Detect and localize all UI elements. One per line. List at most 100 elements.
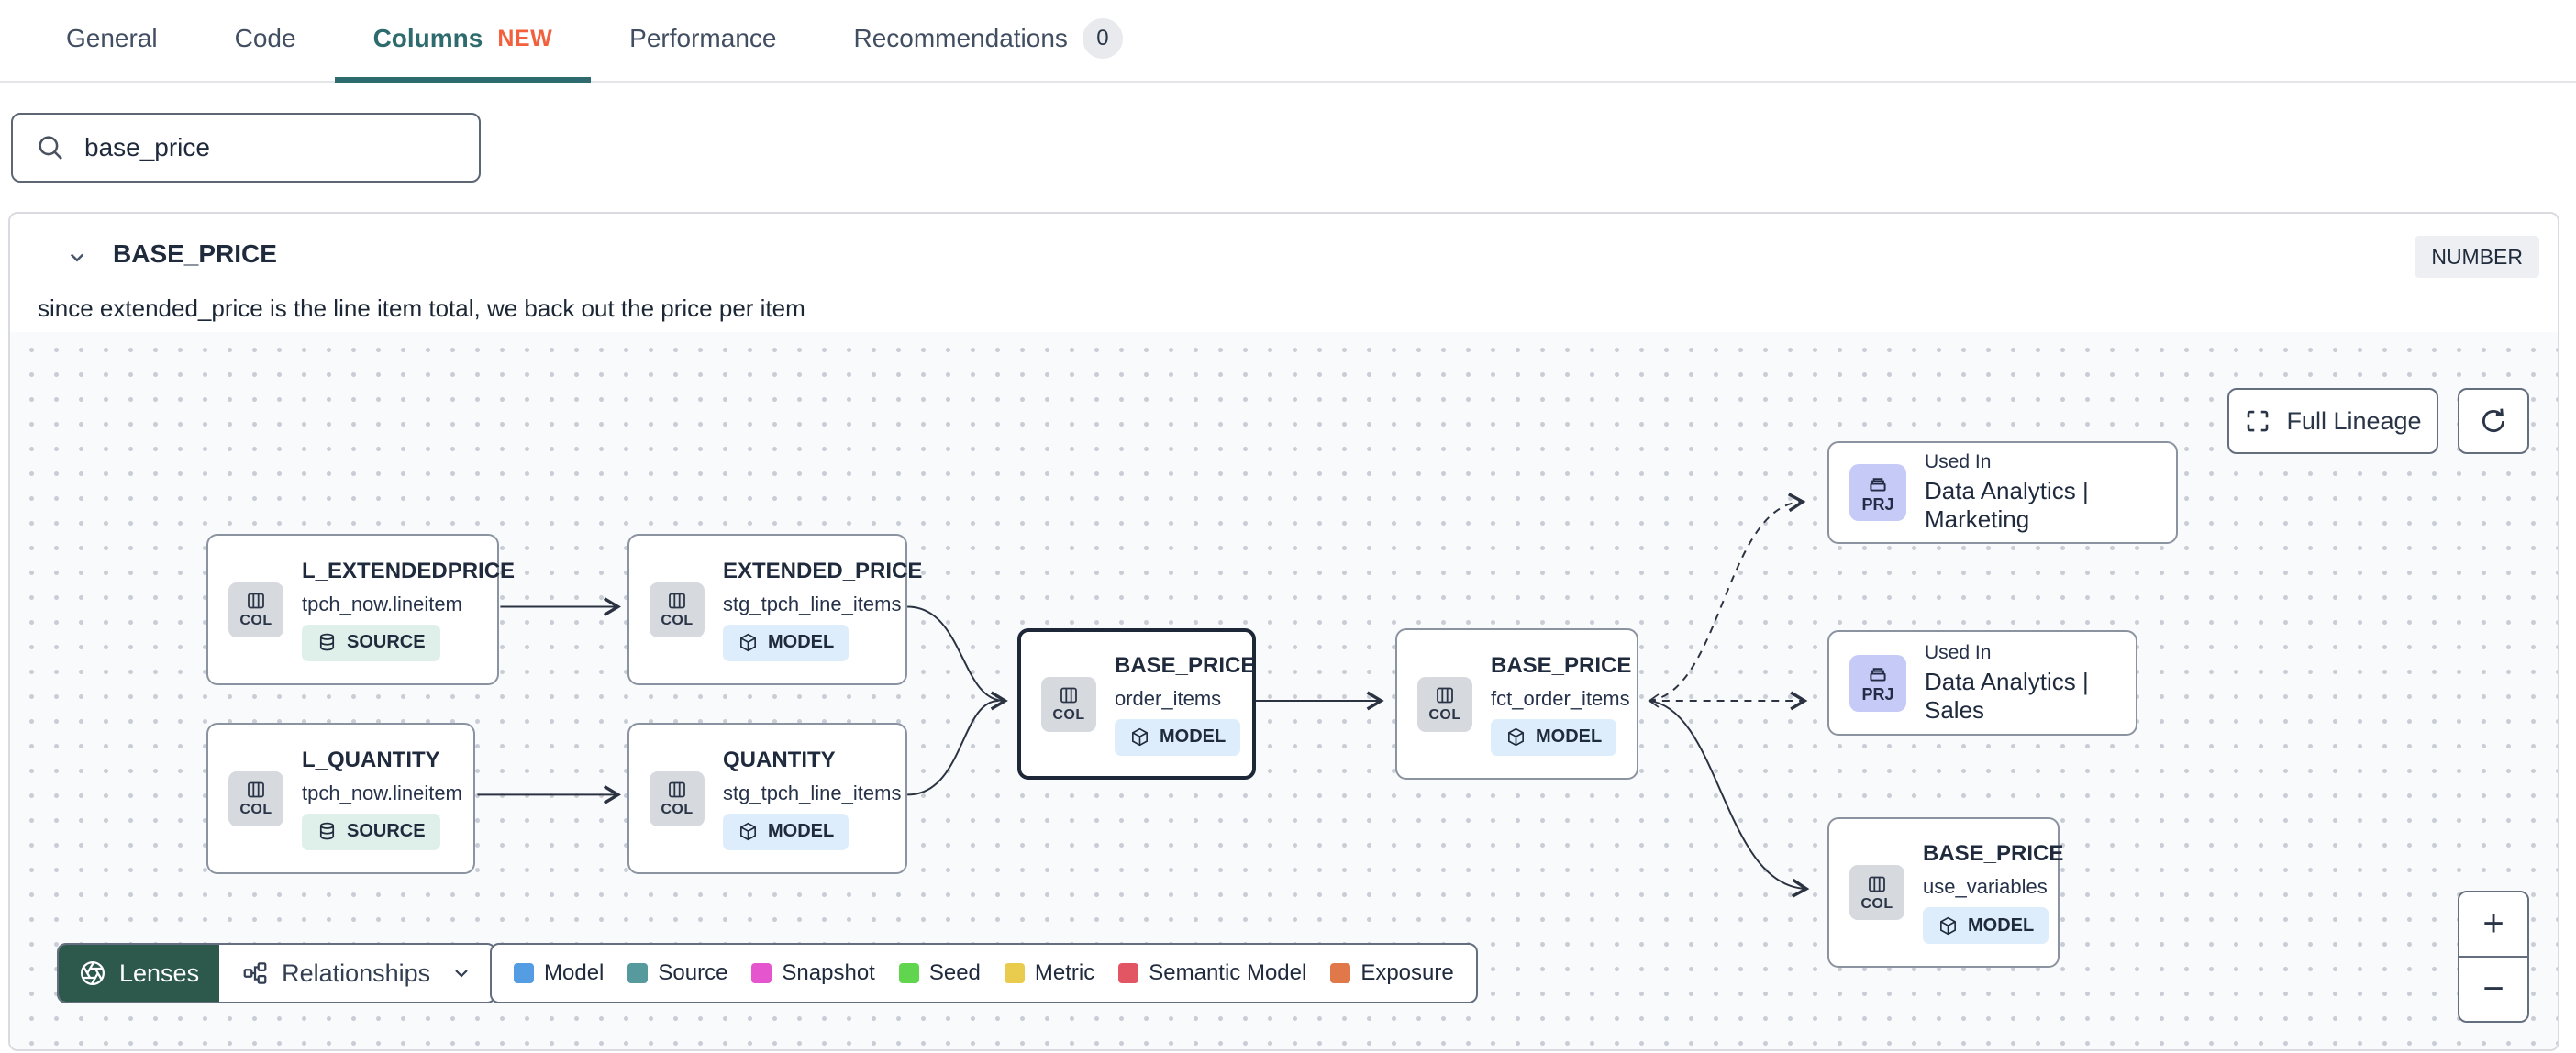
legend-swatch [627,963,649,983]
column-description: since extended_price is the line item to… [38,294,805,322]
project-badge: PRJ [1849,464,1906,521]
tab-label: General [66,24,158,52]
column-badge: COL [650,770,705,826]
node-title: BASE_PRICE [1115,652,1256,678]
node-subtitle: order_items [1115,686,1222,710]
node-subtitle: fct_order_items [1491,686,1630,710]
project-title: Data Analytics | Sales [1925,667,2089,724]
legend-item-seed: Seed [898,960,981,986]
refresh-button[interactable] [2458,388,2529,454]
column-badge: COL [228,770,283,826]
columns-icon [669,781,685,798]
recommendations-count-badge: 0 [1082,18,1123,59]
zoom-out-button[interactable]: − [2459,958,2527,1021]
tab-code[interactable]: Code [196,0,335,83]
columns-icon [248,593,264,609]
columns-icon [669,593,685,609]
stacked-layers-icon [1870,668,1886,682]
project-title: Data Analytics | Marketing [1925,477,2089,533]
tab-columns[interactable]: Columns NEW [334,0,592,83]
hierarchy-icon [243,962,267,984]
node-title: EXTENDED_PRICE [723,558,923,583]
column-badge: COL [228,582,283,637]
lineage-node-base-price-fct-order-items[interactable]: COL BASE_PRICE fct_order_items MODEL [1395,628,1638,780]
lineage-edges [477,493,1810,898]
lens-toolbar: Lenses Relationships [57,943,497,1003]
legend-swatch [1118,963,1139,983]
cube-icon [1940,916,1956,935]
aperture-icon [81,961,105,985]
tab-bar: General Code Columns NEW Performance Rec… [0,0,2576,83]
lineage-node-base-price-use-variables[interactable]: COL BASE_PRICE use_variables MODEL [1827,817,2064,968]
data-type-badge: NUMBER [2415,236,2539,278]
full-lineage-button[interactable]: Full Lineage [2227,388,2438,454]
legend-swatch [751,963,772,983]
tab-recommendations[interactable]: Recommendations 0 [815,0,1160,83]
database-icon [319,822,335,840]
column-name: BASE_PRICE [113,239,277,268]
zoom-in-button[interactable]: + [2459,892,2527,958]
expand-icon [2248,410,2269,432]
refresh-icon [2482,408,2505,433]
legend-swatch [1004,963,1025,983]
cube-icon [1508,727,1524,747]
search-input[interactable] [84,133,457,162]
column-badge: COL [1849,865,1904,920]
legend-item-snapshot: Snapshot [751,960,875,986]
cube-icon [1132,727,1148,747]
legend-swatch [514,963,534,983]
columns-icon [248,781,264,798]
legend-item-semantic-model: Semantic Model [1118,960,1306,986]
lineage-node-used-in-marketing[interactable]: PRJ Used In Data Analytics | Marketing [1827,441,2178,544]
legend-swatch [898,963,919,983]
model-pill: MODEL [723,624,849,661]
search-icon [39,136,62,160]
lineage-canvas[interactable]: COL L_EXTENDEDPRICE tpch_now.lineitem SO… [10,332,2558,1049]
stacked-layers-icon [1870,477,1886,492]
legend-item-metric: Metric [1004,960,1094,986]
project-badge: PRJ [1849,654,1906,712]
node-title: L_EXTENDEDPRICE [302,558,516,583]
lineage-node-base-price-order-items[interactable]: COL BASE_PRICE order_items MODEL [1017,628,1256,780]
tab-general[interactable]: General [28,0,196,83]
lineage-node-used-in-sales[interactable]: PRJ Used In Data Analytics | Sales [1827,630,2137,736]
tab-label: Code [234,24,296,52]
node-subtitle: tpch_now.lineitem [302,592,462,615]
legend-item-exposure: Exposure [1330,960,1454,986]
model-pill: MODEL [1491,718,1617,756]
node-subtitle: stg_tpch_line_items [723,592,902,615]
node-subtitle: use_variables [1923,875,2048,898]
node-title: BASE_PRICE [1491,652,1632,678]
lineage-node-quantity[interactable]: COL QUANTITY stg_tpch_line_items MODEL [627,723,907,874]
lineage-node-l-quantity[interactable]: COL L_QUANTITY tpch_now.lineitem SOURCE [206,723,475,874]
used-in-label: Used In [1925,451,1992,472]
zoom-controls: + − [2458,891,2529,1023]
model-pill: MODEL [1923,907,2049,944]
node-title: BASE_PRICE [1923,841,2064,866]
columns-icon [1437,687,1453,704]
lineage-node-extended-price[interactable]: COL EXTENDED_PRICE stg_tpch_line_items M… [627,534,922,685]
tab-performance[interactable]: Performance [591,0,815,83]
source-pill: SOURCE [302,624,440,661]
database-icon [319,633,335,651]
legend-item-source: Source [627,960,727,986]
column-badge: COL [1417,676,1472,732]
tab-label: Recommendations [853,24,1068,52]
tab-label: Performance [629,24,777,52]
column-search[interactable] [11,113,481,183]
node-subtitle: tpch_now.lineitem [302,781,462,804]
columns-icon [1869,876,1885,892]
tab-label: Columns [372,24,483,52]
model-pill: MODEL [1115,718,1241,756]
chevron-down-icon[interactable] [63,243,91,271]
lineage-node-l-extendedprice[interactable]: COL L_EXTENDEDPRICE tpch_now.lineitem SO… [206,534,515,685]
source-pill: SOURCE [302,813,440,850]
new-badge: NEW [497,25,553,51]
relationships-dropdown[interactable]: Relationships [219,945,494,1002]
used-in-label: Used In [1925,641,1992,663]
lenses-button[interactable]: Lenses [59,945,220,1002]
legend-item-model: Model [514,960,604,986]
cube-icon [740,633,756,652]
columns-icon [1060,687,1077,704]
node-title: QUANTITY [723,747,836,772]
